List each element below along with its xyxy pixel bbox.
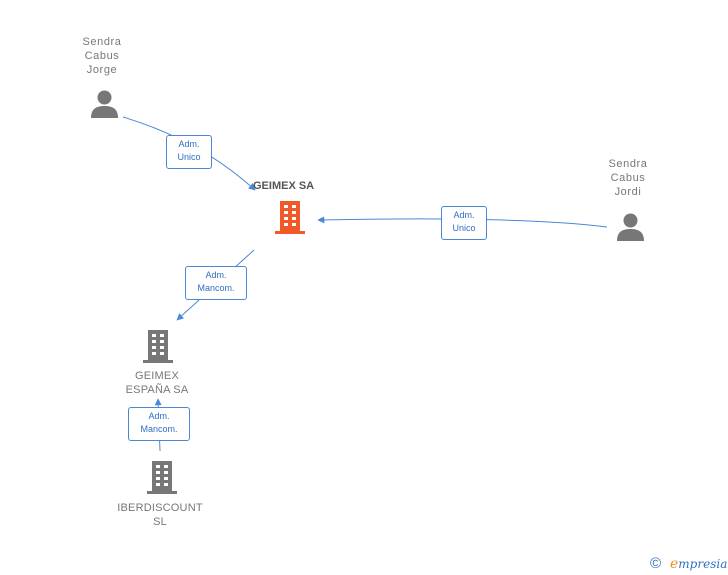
person-jorge-name-line-3: Jorge — [86, 64, 118, 76]
edge-label-line-2: Unico — [452, 223, 476, 233]
iberdiscount-label-line-2: SL — [153, 516, 167, 528]
edge-label-line-2: Mancom. — [197, 283, 235, 293]
edge-label-jorge-adm-unico[interactable]: Adm. Unico — [166, 135, 212, 169]
edge-jordi-to-geimex — [317, 216, 608, 228]
empresia-logo: empresia — [670, 556, 727, 572]
geimex-sa-label: GEIMEX SA — [253, 180, 315, 192]
edge-label-line-2: Mancom. — [140, 424, 178, 434]
person-icon[interactable] — [616, 212, 645, 241]
geimex-espana-label-line-1: GEIMEX — [135, 370, 179, 382]
person-icon[interactable] — [90, 89, 119, 118]
edge-label-geimex-adm-mancom[interactable]: Adm. Mancom. — [185, 266, 247, 300]
geimex-espana-label: GEIMEX ESPAÑA SA — [110, 369, 204, 397]
person-jordi-name: Sendra Cabus Jordi — [592, 157, 664, 199]
edge-label-line-1: Adm. — [178, 139, 200, 149]
person-jordi-name-line-2: Cabus — [610, 172, 646, 184]
building-icon[interactable] — [146, 460, 178, 494]
edge-label-line-2: Unico — [177, 152, 201, 162]
person-jordi-name-line-1: Sendra — [608, 158, 648, 170]
iberdiscount-label-line-1: IBERDISCOUNT — [117, 502, 203, 514]
person-jorge-name: Sendra Cabus Jorge — [66, 35, 138, 77]
building-icon[interactable] — [274, 200, 306, 234]
copyright-icon: © — [650, 555, 662, 572]
iberdiscount-label: IBERDISCOUNT SL — [110, 501, 210, 529]
edge-label-jordi-adm-unico[interactable]: Adm. Unico — [441, 206, 487, 240]
person-jorge-name-line-1: Sendra — [82, 36, 122, 48]
empresia-footer[interactable]: © empresia — [650, 555, 728, 573]
person-jordi-name-line-3: Jordi — [614, 186, 642, 198]
brand-initial: e — [670, 556, 679, 572]
brand-rest: mpresia — [678, 557, 728, 571]
edge-label-line-1: Adm. — [148, 411, 170, 421]
geimex-espana-label-line-2: ESPAÑA SA — [125, 384, 189, 396]
person-jorge-name-line-2: Cabus — [84, 50, 120, 62]
edge-label-iberdiscount-adm-mancom[interactable]: Adm. Mancom. — [128, 407, 190, 441]
edge-label-line-1: Adm. — [453, 210, 475, 220]
edge-label-line-1: Adm. — [205, 270, 227, 280]
building-icon[interactable] — [142, 329, 174, 363]
